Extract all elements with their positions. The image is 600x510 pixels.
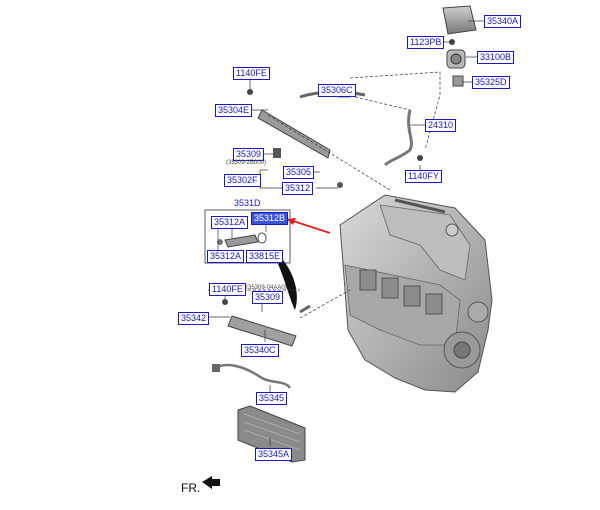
injector-group [204,209,297,310]
part-label-35309[interactable]: 35309 [233,148,265,161]
part-label-35305[interactable]: 35305 [283,166,315,179]
red-pointer-arrow [286,218,331,234]
part-label-1140FY[interactable]: 1140FY [405,170,442,183]
part-label-35325D[interactable]: 35325D [472,76,510,89]
part-label-33100B[interactable]: 33100B [477,51,515,64]
part-label-35312A-upper[interactable]: 35312A [211,216,249,229]
part-label-35342[interactable]: 35342 [178,312,210,325]
part-label-35312[interactable]: 35312 [282,182,314,195]
part-label-35306C[interactable]: 35306C [318,84,356,97]
part-label-33815E[interactable]: 33815E [246,250,284,263]
part-label-35312B-highlighted[interactable]: 35312B [251,212,289,225]
fuel-rail-upper [247,89,423,188]
part-label-35345A[interactable]: 35345A [255,448,293,461]
part-label-35340A[interactable]: 35340A [484,15,522,28]
part-label-35309-lower[interactable]: 35309 [252,291,284,304]
fuel-rail-lower [212,299,311,389]
part-sublabel-35309-lower: (35309-04AA0) [246,285,287,291]
part-label-35340C[interactable]: 35340C [241,344,279,357]
part-label-35312A-lower[interactable]: 35312A [207,250,245,263]
fuel-pump-parts [442,5,477,87]
part-label-35345[interactable]: 35345 [256,392,288,405]
part-label-35302F[interactable]: 35302F [224,174,261,187]
front-direction-label: FR. [181,481,201,495]
part-label-35304E[interactable]: 35304E [215,104,253,117]
part-label-3531D: 3531D [234,198,261,208]
part-label-1140FE-top[interactable]: 1140FE [233,67,270,80]
part-label-1140FE-lower[interactable]: 1140FE [209,283,246,296]
engine-block [339,194,493,393]
part-label-24310[interactable]: 24310 [425,119,457,132]
part-label-1123PB[interactable]: 1123PB [407,36,445,49]
front-direction-arrow [202,476,220,489]
part-sublabel-35309: (35309-2B000) [226,160,267,166]
